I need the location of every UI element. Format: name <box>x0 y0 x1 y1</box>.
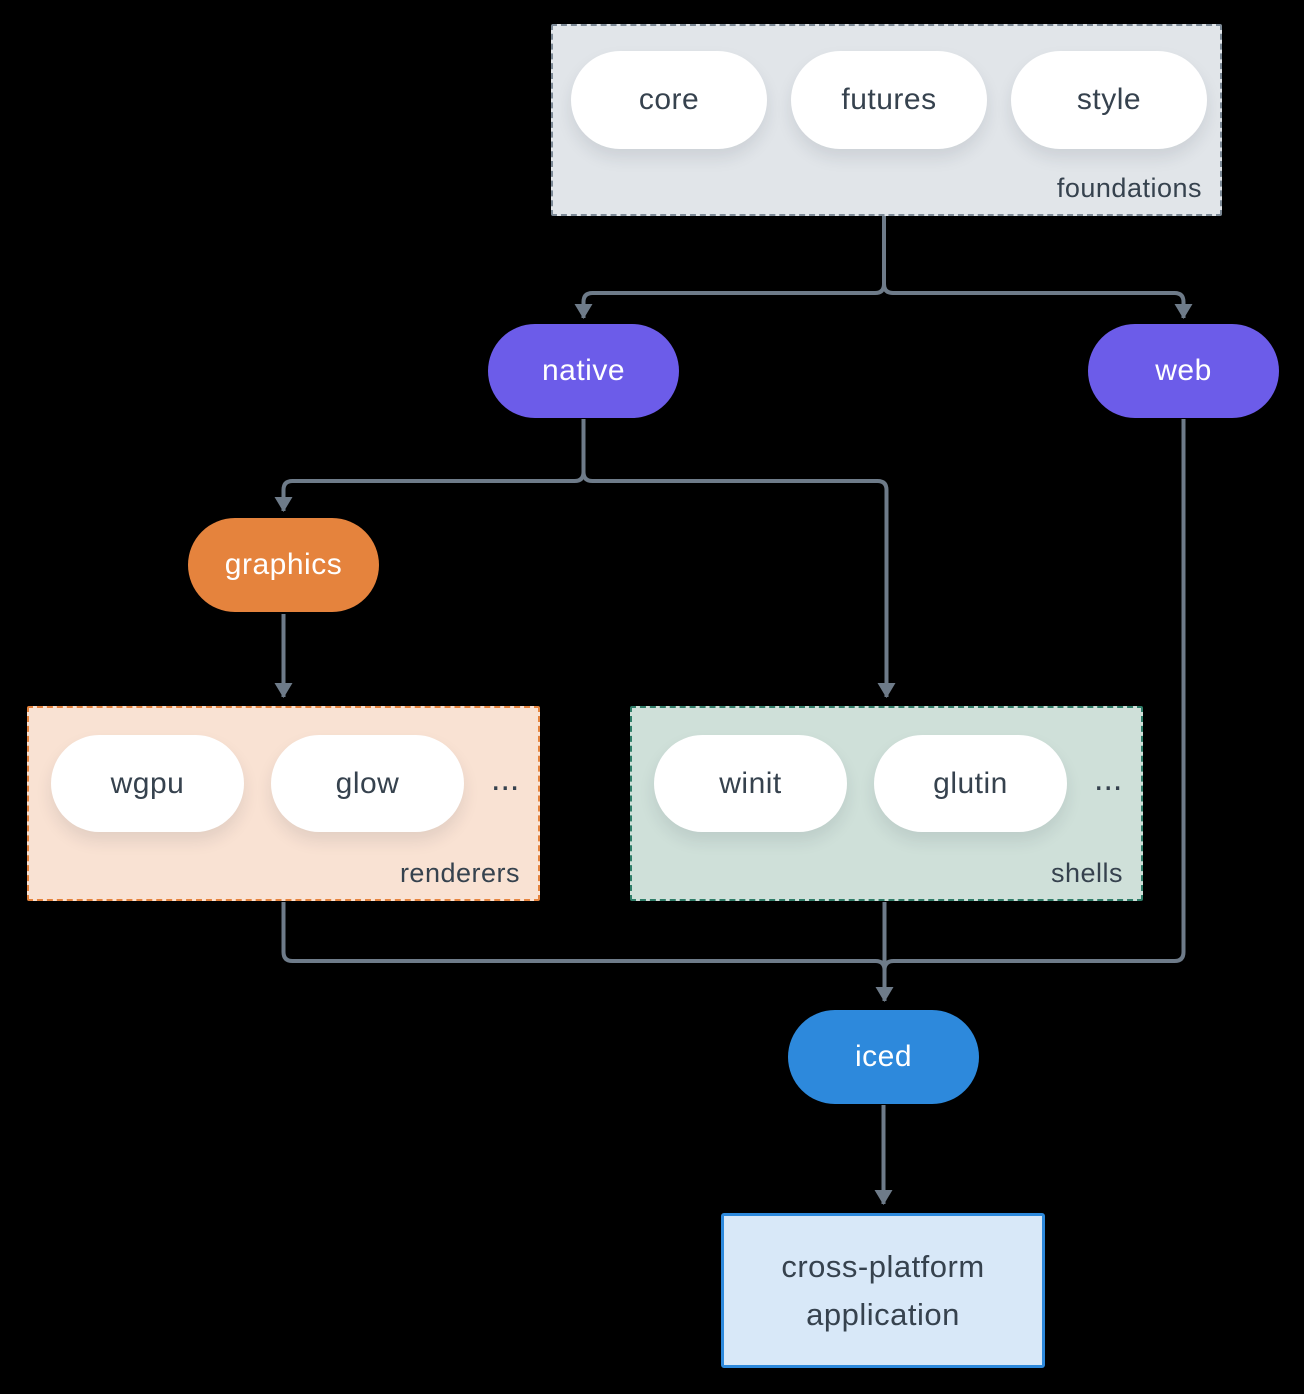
group-renderers-items: wgpu glow ... <box>29 708 538 832</box>
node-futures: futures <box>791 51 987 149</box>
node-glow: glow <box>271 735 464 832</box>
node-glutin: glutin <box>874 735 1067 832</box>
app-label-line2: application <box>806 1296 960 1332</box>
group-foundations: core futures style foundations <box>551 24 1222 216</box>
node-core: core <box>571 51 767 149</box>
node-cross-platform-application: cross-platform application <box>721 1213 1045 1368</box>
node-winit: winit <box>654 735 847 832</box>
group-renderers-label: renderers <box>399 858 520 888</box>
edge-renderers-iced <box>281 902 887 971</box>
node-native: native <box>488 324 679 418</box>
node-web: web <box>1088 324 1279 418</box>
node-graphics: graphics <box>188 518 379 612</box>
edge-foundations-native <box>574 216 886 319</box>
edge-foundations-web <box>882 216 1193 319</box>
group-shells-label: shells <box>1050 858 1123 888</box>
group-renderers: wgpu glow ... renderers <box>27 706 540 901</box>
app-label-line1: cross-platform <box>781 1248 985 1284</box>
node-style: style <box>1011 51 1207 149</box>
group-foundations-label: foundations <box>1056 173 1202 203</box>
group-foundations-items: core futures style <box>553 26 1220 149</box>
group-shells: winit glutin ... shells <box>630 706 1143 901</box>
edge-native-graphics <box>274 419 586 512</box>
shells-ellipsis: ... <box>1094 760 1123 798</box>
edge-native-shells <box>581 419 896 698</box>
renderers-ellipsis: ... <box>491 760 520 798</box>
group-shells-items: winit glutin ... <box>632 708 1141 832</box>
node-iced: iced <box>788 1010 979 1104</box>
node-wgpu: wgpu <box>51 735 244 832</box>
